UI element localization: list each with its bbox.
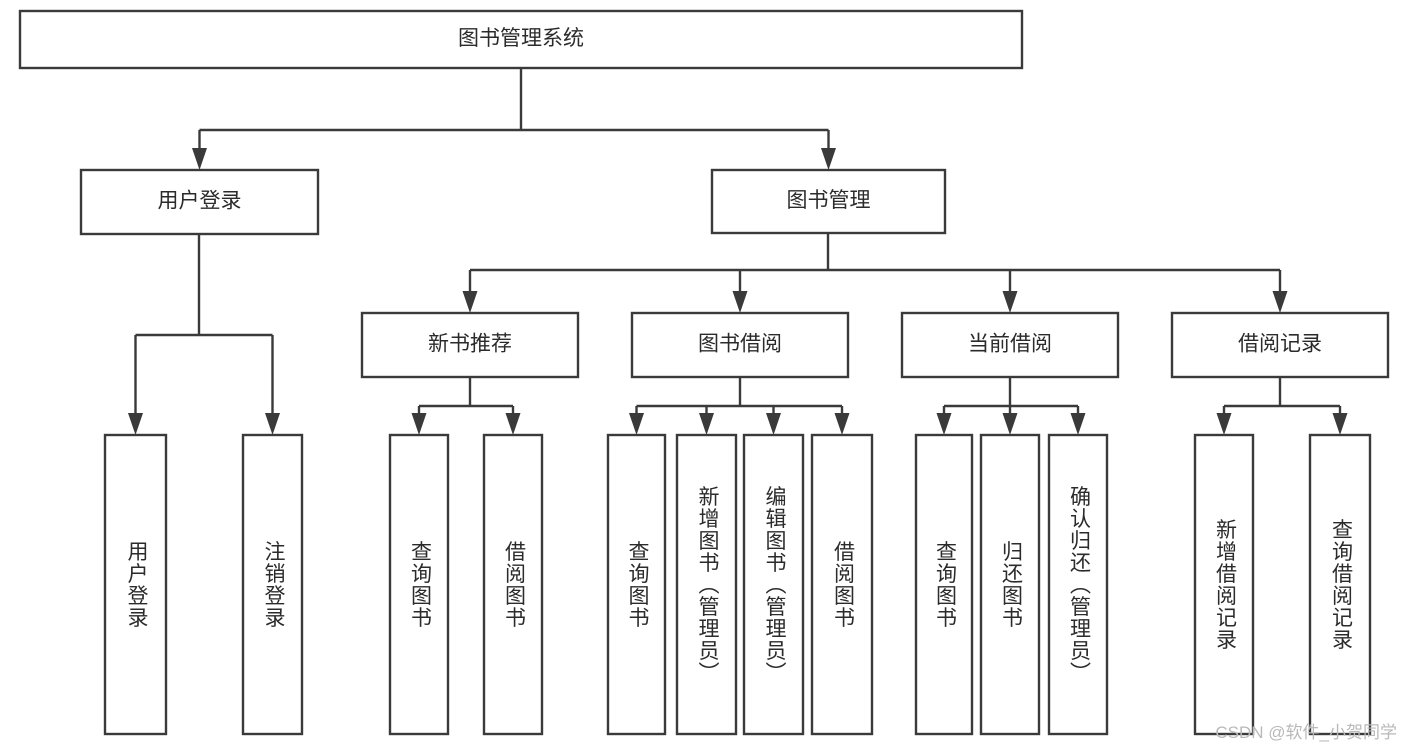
node-layer: 图书管理系统用户登录图书管理新书推荐图书借阅当前借阅借阅记录用户登录注销登录查询… [18,9,1390,736]
connector-group [936,377,1086,435]
arrow-head-icon [1216,413,1232,435]
node-label: 图书管理系统 [458,27,584,50]
node-label: 注销登录 [262,541,286,629]
node-box[interactable] [1047,433,1109,736]
node-label: 新书推荐 [428,333,512,356]
node-box[interactable] [630,311,850,379]
node-box[interactable] [241,433,304,736]
node-label: 归还图书 [999,541,1023,629]
node-label: 用户登录 [125,541,149,629]
node-label: 新增借阅记录 [1213,519,1237,651]
arrow-head-icon [936,413,952,435]
node-box[interactable] [482,433,544,736]
arrow-head-icon [1070,413,1086,435]
arrow-head-icon [834,413,850,435]
node-leaf-confirm-return[interactable]: 确认归还（管理员） [1047,433,1109,736]
arrow-head-icon [128,413,143,435]
node-box[interactable] [1308,433,1372,736]
connector-group [462,233,1288,313]
node-box[interactable] [360,311,580,379]
node-label: 查询图书 [626,541,650,629]
arrow-head-icon [1002,413,1018,435]
connector-group [192,68,836,170]
node-book-manage[interactable]: 图书管理 [710,168,947,235]
node-label: 借阅图书 [502,541,526,629]
node-box[interactable] [388,433,450,736]
node-book-borrow[interactable]: 图书借阅 [630,311,850,379]
node-label: 用户登录 [158,190,242,213]
arrow-head-icon [629,413,644,435]
arrow-head-icon [265,413,280,435]
node-box[interactable] [103,433,168,736]
node-leaf-query-record[interactable]: 查询借阅记录 [1308,433,1372,736]
node-leaf-borrow-book[interactable]: 借阅图书 [810,433,874,736]
node-new-book-rec[interactable]: 新书推荐 [360,311,580,379]
arrow-head-icon [1002,291,1018,313]
node-leaf-user-login[interactable]: 用户登录 [103,433,168,736]
arrow-head-icon [699,413,714,435]
node-box[interactable] [742,433,805,736]
node-box[interactable] [18,9,1024,70]
node-box[interactable] [914,433,974,736]
node-label: 图书借阅 [698,333,782,356]
node-leaf-query-book-borrow[interactable]: 查询图书 [606,433,667,736]
connector-layer [128,68,1348,435]
node-label: 编辑图书（管理员） [763,486,787,684]
arrow-head-icon [1332,413,1348,435]
arrow-head-icon [821,148,836,170]
arrow-head-icon [462,291,478,313]
node-leaf-add-book[interactable]: 新增图书（管理员） [675,433,738,736]
arrow-head-icon [411,413,427,435]
node-box[interactable] [675,433,738,736]
node-label: 查询借阅记录 [1329,519,1353,651]
node-leaf-user-logout[interactable]: 注销登录 [241,433,304,736]
node-label: 新增图书（管理员） [696,486,720,684]
node-label: 查询图书 [408,541,432,629]
arrow-head-icon [505,413,521,435]
node-leaf-edit-book[interactable]: 编辑图书（管理员） [742,433,805,736]
node-borrow-record[interactable]: 借阅记录 [1170,311,1390,379]
node-root[interactable]: 图书管理系统 [18,9,1024,70]
arrow-head-icon [1272,291,1288,313]
connector-group [411,377,521,435]
connector-group [1216,377,1348,435]
node-label: 查询图书 [933,541,957,629]
node-box[interactable] [810,433,874,736]
arrow-head-icon [732,291,748,313]
node-box[interactable] [606,433,667,736]
node-box[interactable] [1170,311,1390,379]
node-leaf-add-record[interactable]: 新增借阅记录 [1193,433,1255,736]
node-box[interactable] [710,168,947,235]
node-label: 图书管理 [787,189,871,212]
node-leaf-borrow-book-rec[interactable]: 借阅图书 [482,433,544,736]
node-box[interactable] [979,433,1041,736]
node-box[interactable] [1193,433,1255,736]
node-user-login[interactable]: 用户登录 [79,168,320,236]
node-leaf-query-book-rec[interactable]: 查询图书 [388,433,450,736]
node-leaf-return-book[interactable]: 归还图书 [979,433,1041,736]
node-label: 确认归还（管理员） [1067,486,1091,684]
node-box[interactable] [79,168,320,236]
connector-group [128,234,280,435]
node-label: 借阅图书 [831,541,855,629]
node-current-borrow[interactable]: 当前借阅 [900,311,1120,379]
arrow-head-icon [192,148,207,170]
connector-group [629,377,850,435]
node-leaf-query-book-cur[interactable]: 查询图书 [914,433,974,736]
node-label: 当前借阅 [968,333,1052,356]
node-box[interactable] [900,311,1120,379]
arrow-head-icon [766,413,781,435]
node-label: 借阅记录 [1238,333,1322,356]
